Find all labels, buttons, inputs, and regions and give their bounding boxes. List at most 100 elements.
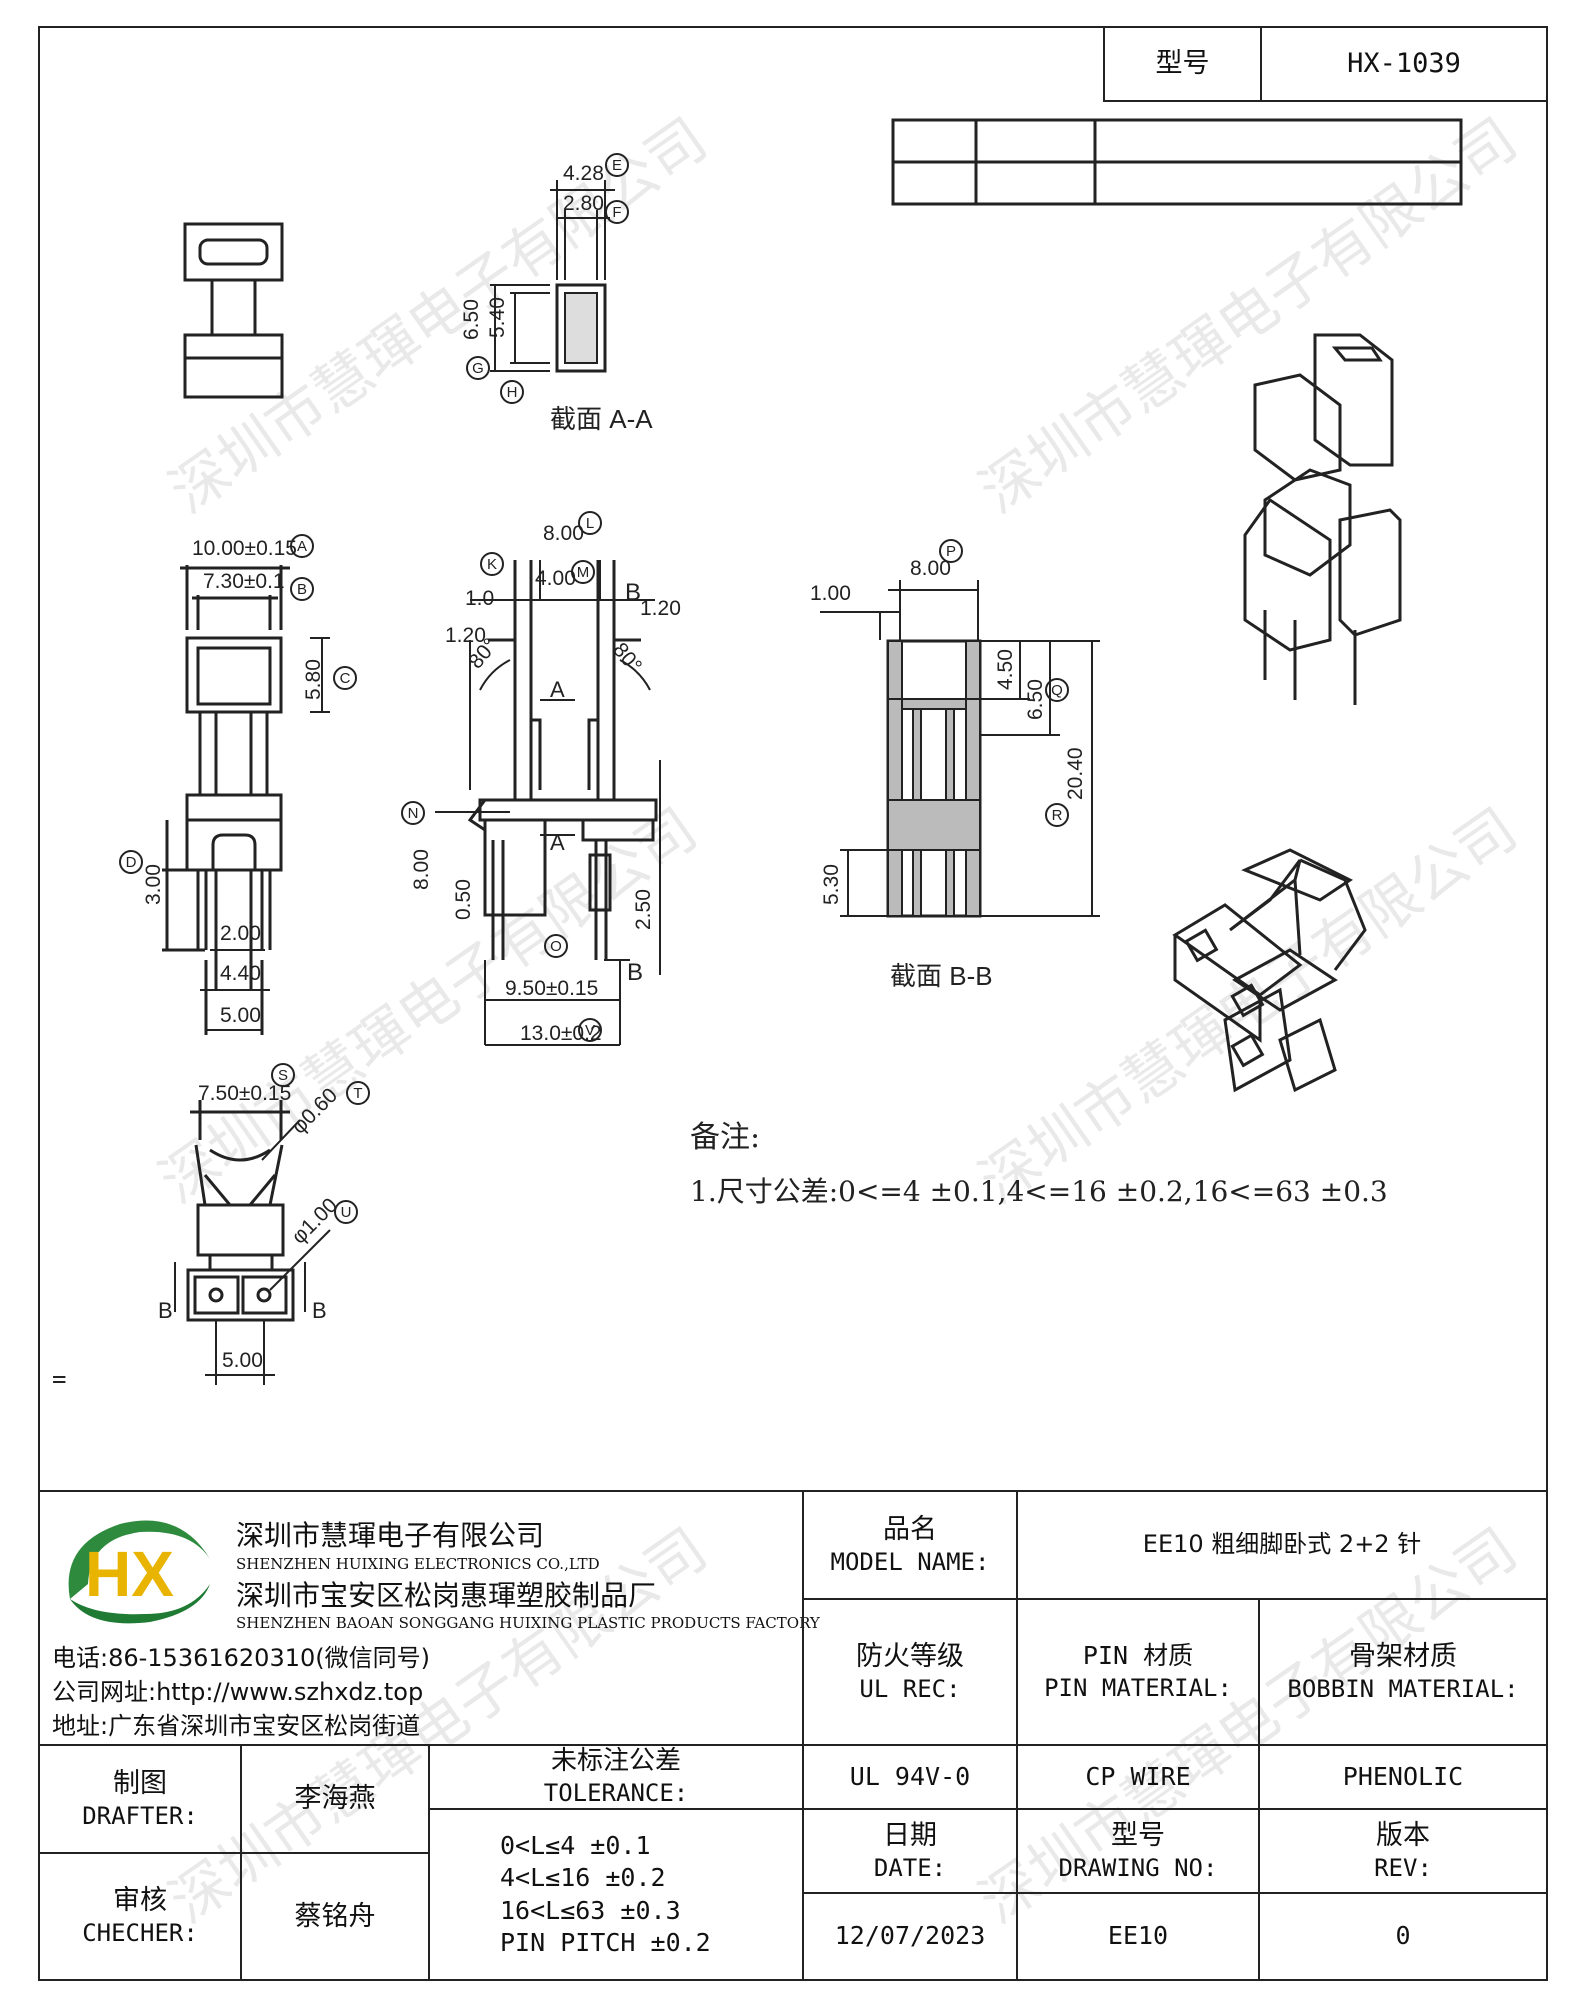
svg-text:S: S bbox=[278, 1067, 288, 1084]
svg-text:A: A bbox=[297, 538, 307, 555]
view-3d-upper bbox=[1243, 333, 1402, 705]
company-phone: 电话:86-15361620310(微信同号) bbox=[52, 1644, 430, 1672]
factory-name-cn: 深圳市宝安区松岗惠琿塑胶制品厂 bbox=[236, 1579, 657, 1612]
header-model-value: HX-1039 bbox=[1347, 48, 1461, 80]
revision-table bbox=[891, 118, 1463, 206]
svg-text:T: T bbox=[353, 1085, 362, 1102]
dim-1dia: φ1.00 bbox=[287, 1194, 342, 1249]
svg-text:L: L bbox=[586, 515, 594, 532]
tb-checker-label: 审核 CHECHER: bbox=[38, 1852, 242, 1981]
notes-line: 1.尺寸公差:0<=4 ±0.1,4<=16 ±0.2,16<=63 ±0.3 bbox=[690, 1175, 1388, 1208]
svg-text:G: G bbox=[472, 360, 484, 377]
logo-h: HX bbox=[85, 1538, 174, 1610]
dim-130: 13.0±0.2 bbox=[520, 1022, 602, 1045]
ref-r: R bbox=[1045, 803, 1069, 827]
tb-rev-label: 版本 REV: bbox=[1258, 1808, 1548, 1894]
ref-t: T bbox=[346, 1081, 370, 1105]
header-model-label: 型号 bbox=[1155, 48, 1210, 80]
titleblock-top-line bbox=[38, 1490, 1548, 1492]
section-letter-b3: B bbox=[158, 1298, 173, 1323]
dim-300: 3.00 bbox=[142, 864, 165, 905]
section-letter-b1: B bbox=[625, 579, 641, 606]
dim-540: 5.40 bbox=[486, 297, 509, 338]
dim-950: 9.50±0.15 bbox=[505, 977, 598, 1000]
dim-1000: 10.00±0.15 bbox=[192, 537, 297, 560]
svg-text:M: M bbox=[577, 564, 590, 581]
ref-b: B bbox=[290, 577, 314, 601]
ref-l: L bbox=[578, 511, 602, 535]
ref-d: D bbox=[119, 850, 143, 874]
header-model-value-cell: HX-1039 bbox=[1260, 26, 1548, 102]
tb-ul-value: UL 94V-0 bbox=[802, 1744, 1018, 1810]
tb-pin-value: CP WIRE bbox=[1016, 1744, 1260, 1810]
svg-text:K: K bbox=[487, 556, 497, 573]
notes-title: 备注: bbox=[690, 1120, 761, 1155]
company-name-en: SHENZHEN HUIXING ELECTRONICS CO.,LTD bbox=[236, 1555, 600, 1573]
company-address: 地址:广东省深圳市宝安区松岗街道 bbox=[52, 1712, 421, 1740]
svg-text:F: F bbox=[612, 204, 621, 221]
dim-120a: 1.20 bbox=[445, 624, 486, 647]
ref-q: Q bbox=[1045, 678, 1069, 702]
tb-bobbin-label: 骨架材质 BOBBIN MATERIAL: bbox=[1258, 1598, 1548, 1746]
svg-text:H: H bbox=[507, 384, 518, 401]
tb-rev-value: 0 bbox=[1258, 1892, 1548, 1981]
section-letter-b4: B bbox=[312, 1298, 327, 1323]
dim-650b: 6.50 bbox=[1024, 679, 1047, 720]
factory-name-en: SHENZHEN BAOAN SONGGANG HUIXING PLASTIC … bbox=[236, 1614, 820, 1632]
dim-530: 5.30 bbox=[820, 864, 843, 905]
svg-text:R: R bbox=[1052, 807, 1063, 824]
svg-text:Q: Q bbox=[1051, 682, 1063, 699]
dim-750: 7.50±0.15 bbox=[198, 1082, 291, 1105]
tb-date-label: 日期 DATE: bbox=[802, 1808, 1018, 1894]
dim-730: 7.30±0.1 bbox=[203, 570, 285, 593]
tb-pin-label: PIN 材质 PIN MATERIAL: bbox=[1016, 1598, 1260, 1746]
tb-drafter-label: 制图 DRAFTER: bbox=[38, 1744, 242, 1854]
ref-s: S bbox=[271, 1063, 295, 1087]
dim-060: φ0.60 bbox=[287, 1084, 342, 1139]
tb-dwg-value: EE10 bbox=[1016, 1892, 1260, 1981]
ref-o: O bbox=[544, 934, 568, 958]
dim-100: 1.00 bbox=[810, 582, 851, 605]
view-section-aa bbox=[490, 180, 615, 373]
view-3d-lower bbox=[1172, 848, 1367, 1093]
dim-580: 5.80 bbox=[302, 659, 325, 700]
section-letter-b2: B bbox=[627, 959, 643, 986]
titleblock-mid-line bbox=[38, 1744, 804, 1746]
svg-text:V: V bbox=[585, 1022, 595, 1039]
ref-u: U bbox=[334, 1200, 358, 1224]
ref-h: H bbox=[500, 380, 524, 404]
ref-e: E bbox=[605, 153, 629, 177]
dim-650a: 6.50 bbox=[460, 299, 483, 340]
ref-c: C bbox=[333, 666, 357, 690]
company-block: HX 深圳市慧琿电子有限公司 SHENZHEN HUIXING ELECTRON… bbox=[40, 1492, 820, 1754]
ref-g: G bbox=[466, 356, 490, 380]
dim-280: 2.80 bbox=[563, 192, 604, 215]
ref-f: F bbox=[605, 200, 629, 224]
tb-tolerance-values: 0<L≤4 ±0.1 4<L≤16 ±0.2 16<L≤63 ±0.3 PIN … bbox=[428, 1808, 804, 1981]
ref-m: M bbox=[571, 560, 595, 584]
dim-2040: 20.40 bbox=[1064, 747, 1087, 800]
svg-text:P: P bbox=[946, 543, 956, 560]
company-website: 公司网址:http://www.szhxdz.top bbox=[52, 1678, 424, 1706]
dim-800b: 8.00 bbox=[410, 849, 433, 890]
tb-checker-name: 蔡铭舟 bbox=[240, 1852, 430, 1981]
svg-text:U: U bbox=[341, 1204, 352, 1221]
tb-dwg-label: 型号 DRAWING NO: bbox=[1016, 1808, 1260, 1894]
svg-text:O: O bbox=[550, 938, 562, 955]
tb-drafter-name: 李海燕 bbox=[240, 1744, 430, 1854]
dim-500a: 5.00 bbox=[220, 1004, 261, 1027]
dim-120b: 1.20 bbox=[640, 597, 681, 620]
ref-a: A bbox=[290, 534, 314, 558]
tb-model-name-label: 品名 MODEL NAME: bbox=[802, 1490, 1018, 1600]
section-aa-label: 截面 A-A bbox=[550, 404, 653, 434]
header-model-label-cell: 型号 bbox=[1103, 26, 1262, 102]
view-bottom bbox=[174, 1100, 331, 1385]
dim-428: 4.28 bbox=[563, 162, 604, 185]
tb-tolerance-label: 未标注公差 TOLERANCE: bbox=[428, 1744, 804, 1810]
dim-10: 1.0 bbox=[465, 587, 494, 610]
view-top-small bbox=[183, 222, 284, 399]
dim-400: 4.00 bbox=[535, 567, 576, 590]
svg-text:B: B bbox=[297, 581, 307, 598]
section-letter-a1: A bbox=[550, 677, 565, 702]
ref-k: K bbox=[480, 552, 504, 576]
